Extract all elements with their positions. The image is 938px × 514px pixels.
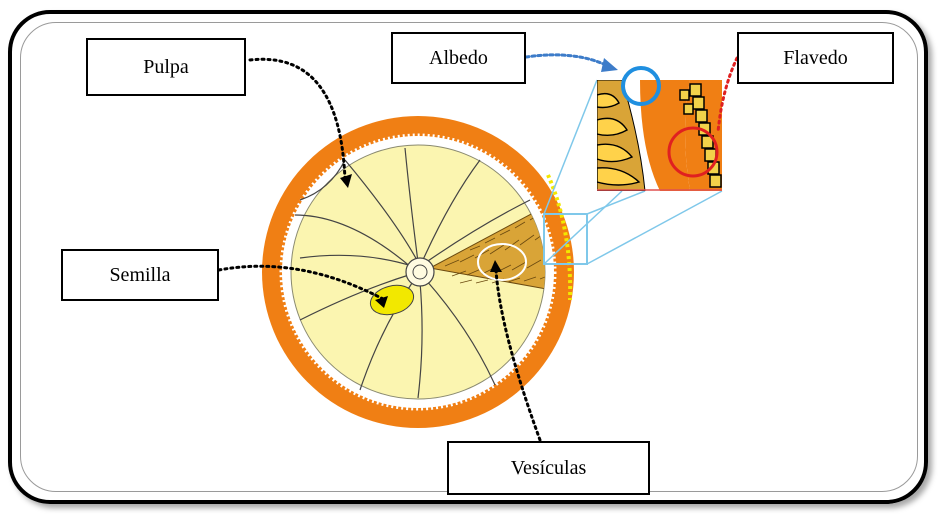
label-semilla: Semilla: [61, 249, 219, 301]
label-vesiculas: Vesículas: [447, 441, 650, 495]
label-pulpa: Pulpa: [86, 38, 246, 96]
label-flavedo: Flavedo: [737, 32, 894, 84]
albedo-leader: [526, 55, 608, 66]
fruit-center: [406, 258, 434, 286]
label-albedo: Albedo: [391, 32, 526, 84]
